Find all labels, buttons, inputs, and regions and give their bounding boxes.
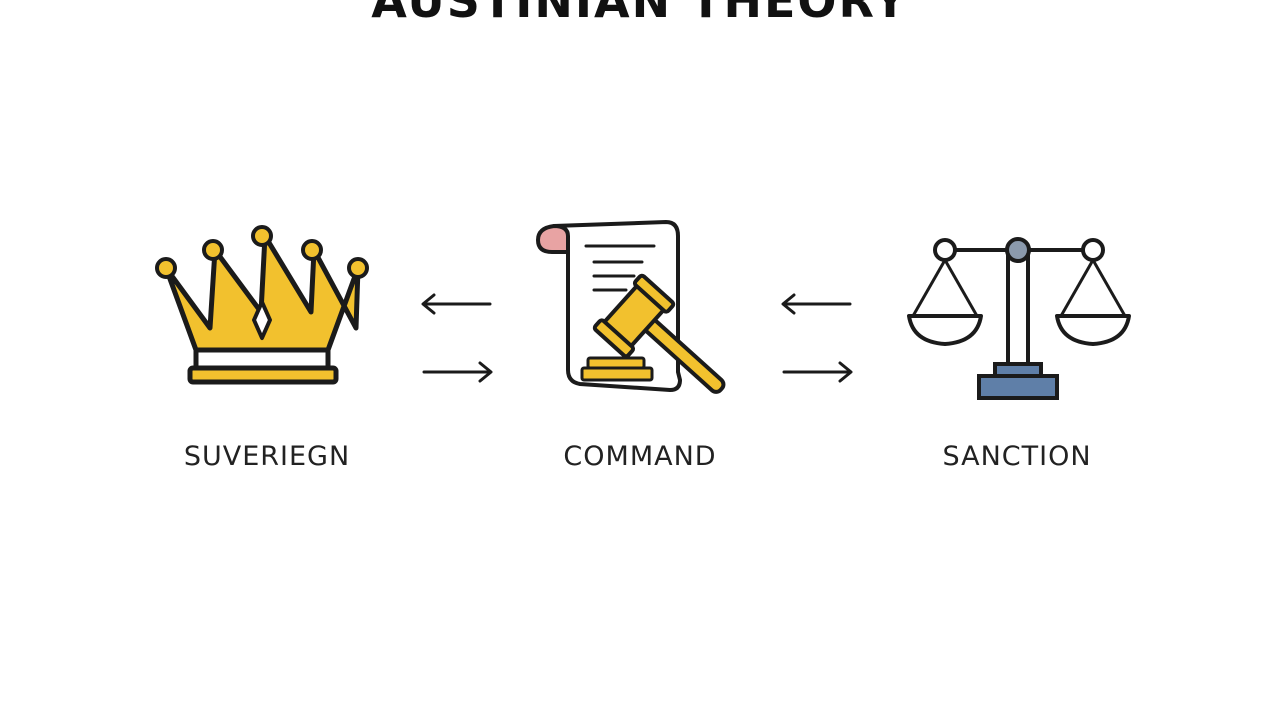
arrow-command-to-suveriegn	[421, 293, 492, 315]
arrow-command-to-sanction	[782, 361, 853, 383]
scales-icon	[907, 237, 1131, 400]
diagram-title: AUSTINIAN THEORY	[371, 0, 909, 28]
scroll-gavel-icon	[536, 220, 726, 394]
node-label-suveriegn: SUVERIEGN	[183, 441, 351, 472]
node-label-command: COMMAND	[563, 441, 717, 472]
node-label-sanction: SANCTION	[942, 441, 1092, 472]
arrow-sanction-to-command	[781, 293, 852, 315]
crown-icon	[155, 225, 369, 385]
arrow-suveriegn-to-command	[422, 361, 493, 383]
